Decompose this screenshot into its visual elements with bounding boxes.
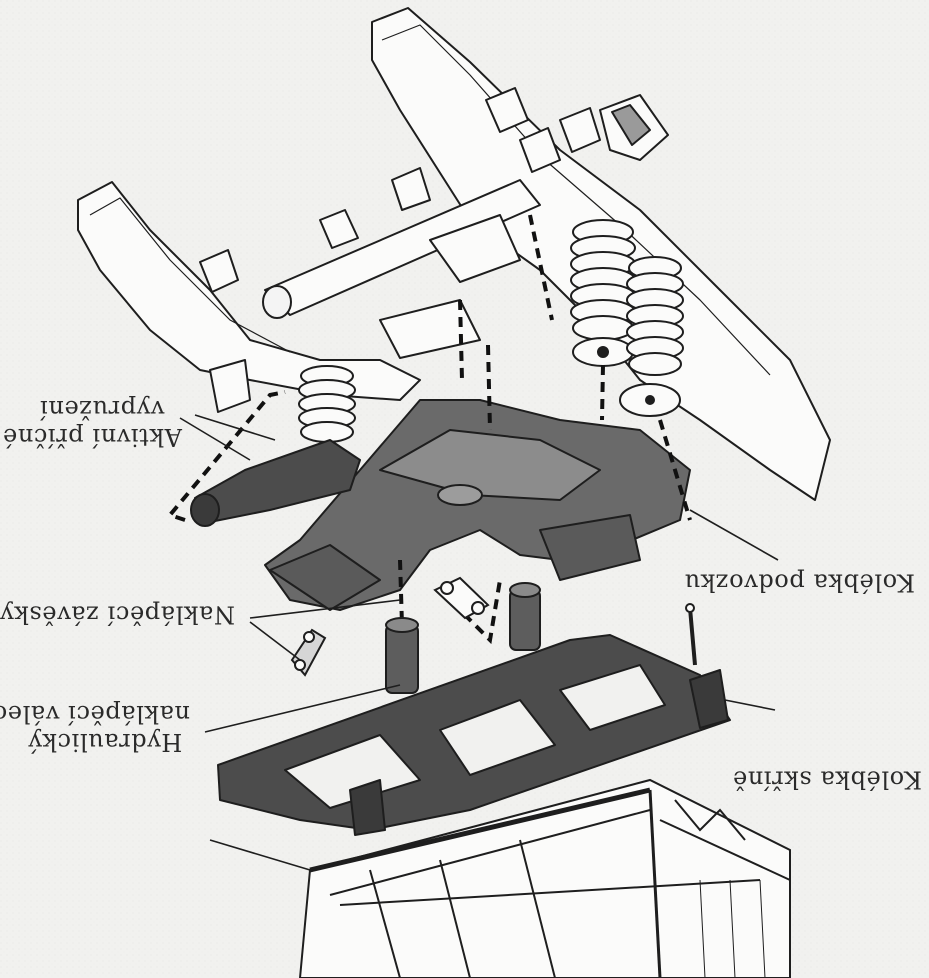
air-springs: [298, 219, 684, 443]
label-bogie-cradle-text: Kolébka podvozku: [684, 568, 915, 597]
label-hydraulic-line1: Hydraulický: [27, 728, 183, 757]
label-body-cradle: Kolébka skříně: [732, 765, 922, 794]
label-active-tilt-line2: vypružení: [39, 395, 165, 424]
label-tilt-links-text: Naklápěcí závěsky: [0, 600, 235, 629]
leader-lines: [179, 414, 779, 871]
label-active-tilt-line1: Aktivní příčné: [2, 423, 182, 452]
label-hydraulic-cylinder: Hydraulický naklápěcí válec: [0, 700, 190, 757]
bogie-frame-left-beam: [77, 181, 421, 401]
label-hydraulic-line2: naklápěcí válec: [0, 700, 190, 729]
air-spring-left: [298, 365, 356, 443]
air-spring-right-b: [619, 256, 684, 417]
label-bogie-cradle: Kolébka podvozku: [684, 568, 915, 597]
body-cradle: [217, 603, 731, 836]
active-tilt-actuator: [194, 439, 361, 523]
hydraulic-cylinders: [385, 582, 541, 694]
car-body: [298, 778, 791, 978]
tilt-links: [290, 576, 490, 677]
label-body-cradle-text: Kolébka skříně: [732, 765, 922, 794]
bogie-cradle: [190, 399, 691, 611]
label-tilt-links: Naklápěcí závěsky: [0, 600, 235, 629]
air-spring-right-a: [570, 219, 636, 367]
label-active-tilt: Aktivní příčné vypružení: [2, 395, 182, 452]
